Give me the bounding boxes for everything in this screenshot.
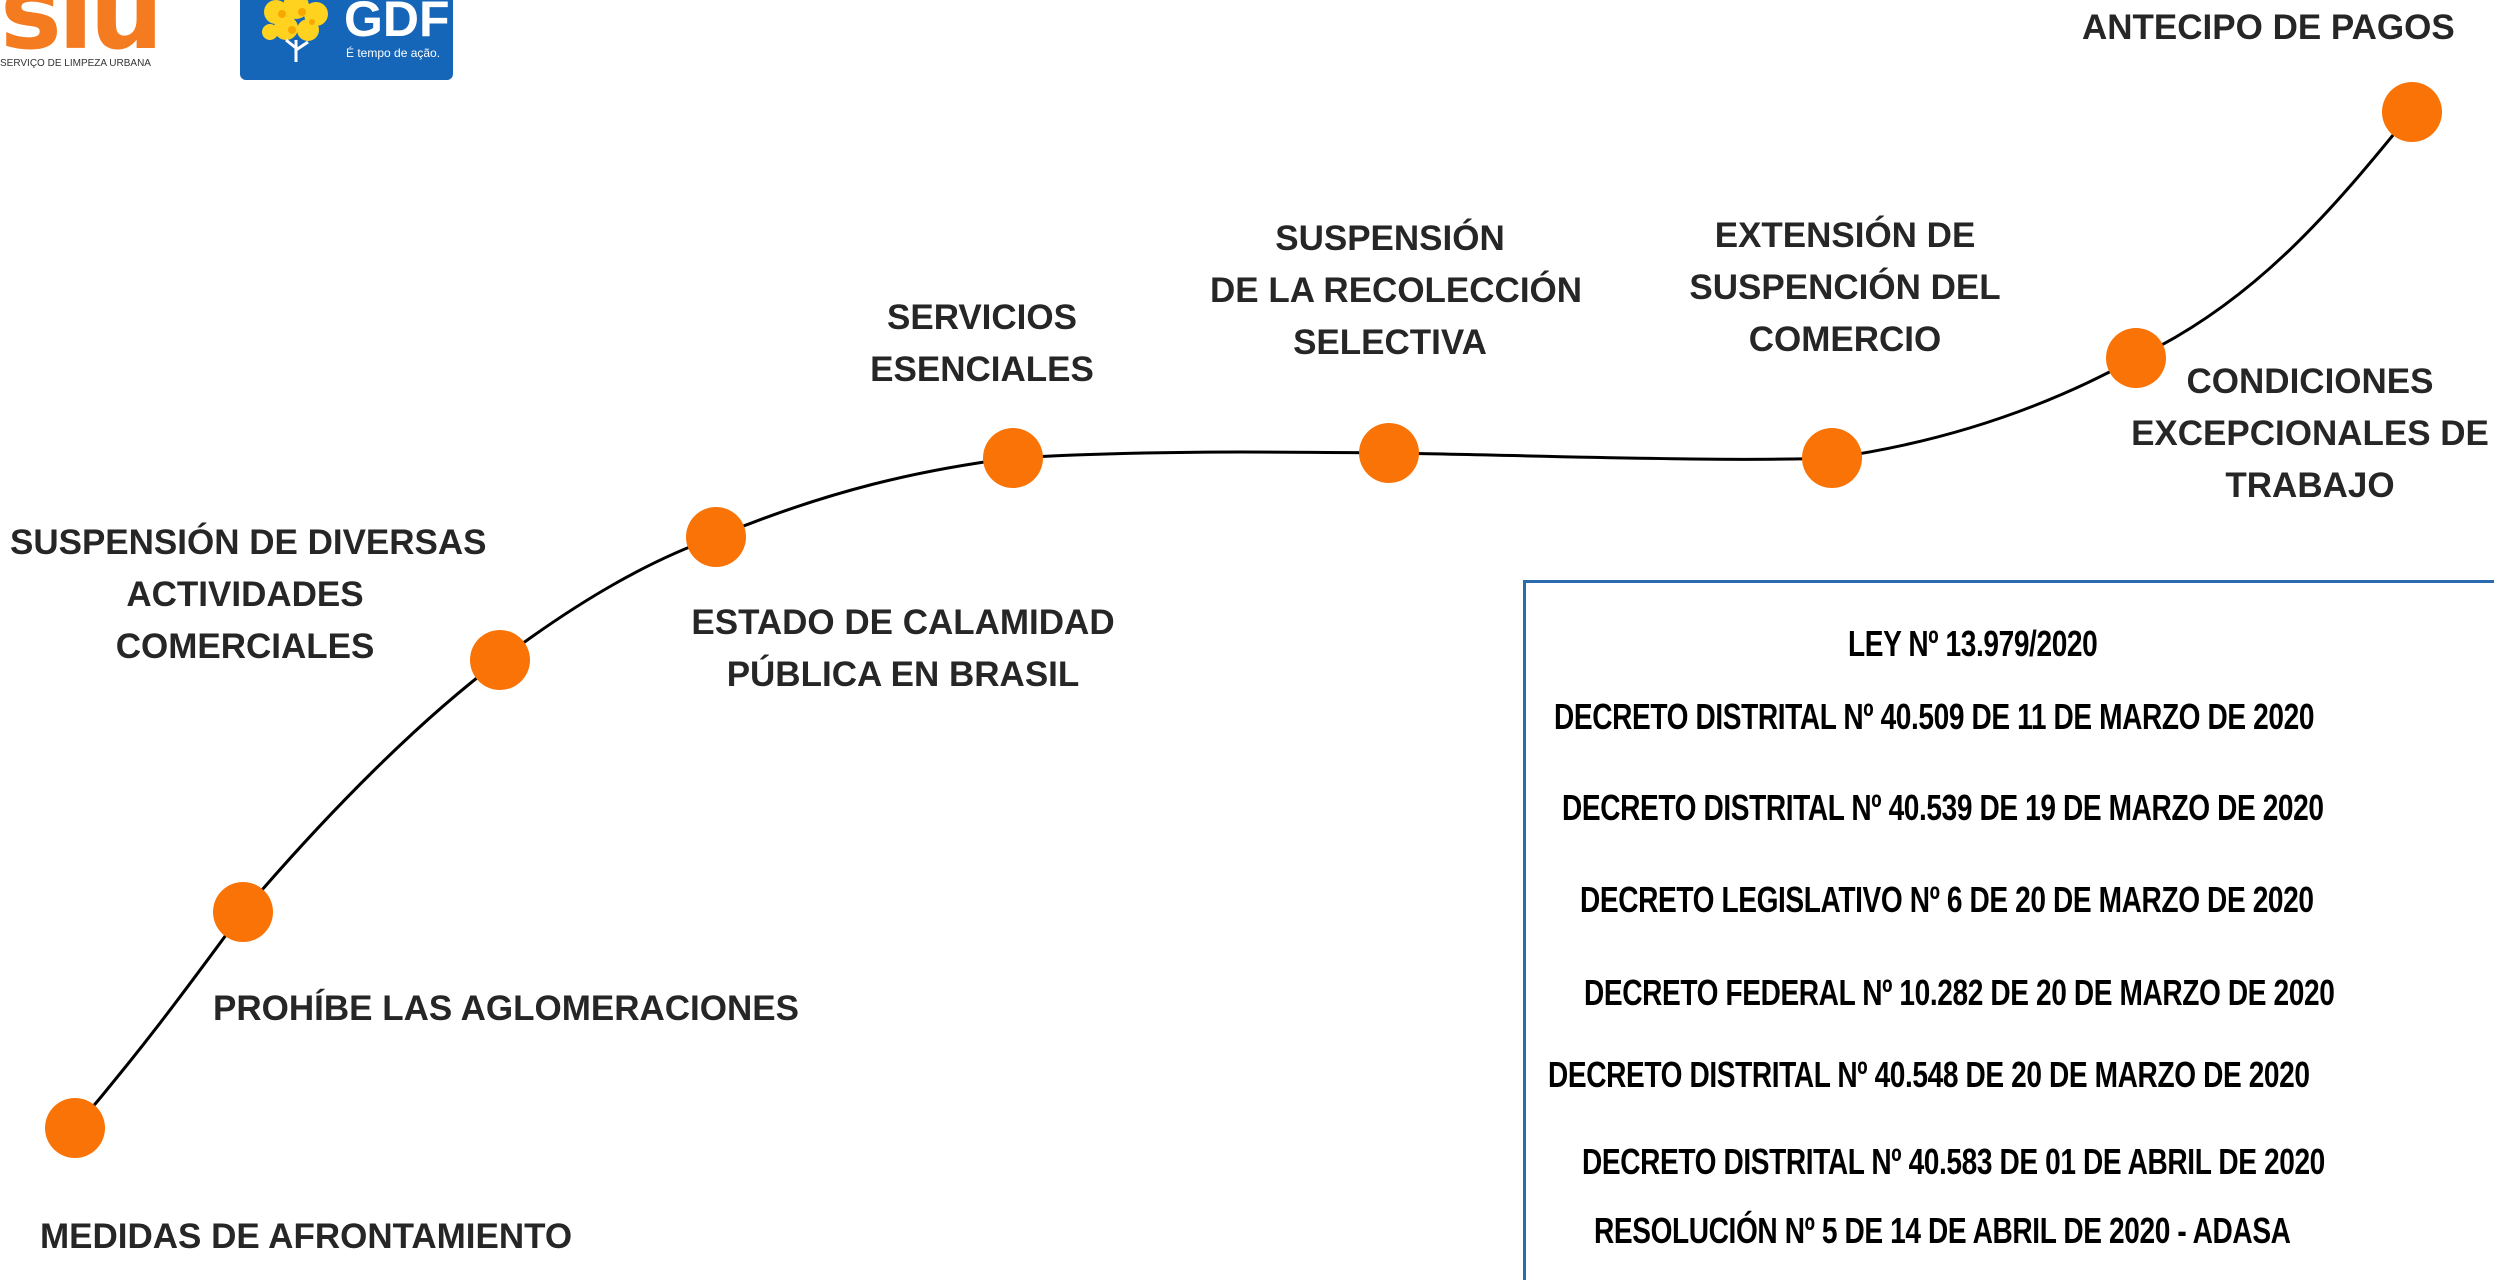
timeline-marker-6 [1359,423,1419,483]
legal-ref-decreto-40509: DECRETO DISTRITAL Nº 40.509 DE 11 DE MAR… [1554,696,2315,737]
timeline-marker-4 [686,507,746,567]
timeline-marker-9 [2382,82,2442,142]
slu-logo-mark: slu [0,0,164,73]
timeline-marker-2 [213,882,273,942]
gdf-slogan: É tempo de ação. [346,46,441,60]
legal-ref-decreto-legislativo-6: DECRETO LEGISLATIVO Nº 6 DE 20 DE MARZO … [1580,879,2314,920]
milestone-label-condiciones-trabajo: CONDICIONES EXCEPCIONALES DE TRABAJO [2131,362,2489,505]
legal-ref-decreto-40583: DECRETO DISTRITAL Nº 40.583 DE 01 DE ABR… [1582,1141,2325,1182]
legal-ref-decreto-40548: DECRETO DISTRITAL Nº 40.548 DE 20 DE MAR… [1548,1054,2310,1095]
milestone-label-medidas: MEDIDAS DE AFRONTAMIENTO [40,1217,573,1256]
milestone-label-suspension-actividades: SUSPENSIÓN DE DIVERSAS ACTIVIDADES COMER… [10,523,487,666]
timeline-marker-8 [2106,328,2166,388]
timeline-marker-7 [1802,428,1862,488]
milestone-label-antecipo-pagos: ANTECIPO DE PAGOS [2082,8,2455,47]
milestone-label-extension-comercio: EXTENSIÓN DE SUSPENCIÓN DEL COMERCIO [1689,216,2001,359]
legal-ref-ley: LEY Nº 13.979/2020 [1848,623,2098,664]
legal-ref-decreto-40539: DECRETO DISTRITAL Nº 40.539 DE 19 DE MAR… [1562,787,2324,828]
legal-ref-decreto-federal-10282: DECRETO FEDERAL Nº 10.282 DE 20 DE MARZO… [1584,972,2335,1013]
timeline-curve [73,111,2414,1129]
gdf-logo: GDF É tempo de ação. [240,0,453,80]
legal-ref-resolucion-5: RESOLUCIÓN Nº 5 DE 14 DE ABRIL DE 2020 -… [1594,1210,2291,1251]
milestone-label-recoleccion-selectiva: SUSPENSIÓN DE LA RECOLECCIÓN SELECTIVA [1210,219,1583,362]
timeline-marker-5 [983,428,1043,488]
milestone-label-calamidad: ESTADO DE CALAMIDAD PÚBLICA EN BRASIL [691,603,1115,694]
milestone-label-aglomeraciones: PROHÍBE LAS AGLOMERACIONES [213,989,799,1028]
timeline-marker-3 [470,630,530,690]
legal-references-box: LEY Nº 13.979/2020 DECRETO DISTRITAL Nº … [1523,580,2494,1280]
timeline-marker-1 [45,1098,105,1158]
slu-logo: slu SERVIÇO DE LIMPEZA URBANA [0,0,180,75]
slu-logo-subtitle: SERVIÇO DE LIMPEZA URBANA [0,58,151,69]
milestone-label-servicios-esenciales: SERVICIOS ESENCIALES [870,298,1094,389]
gdf-wordmark: GDF [344,0,450,47]
ipe-flower-icon [262,0,328,62]
